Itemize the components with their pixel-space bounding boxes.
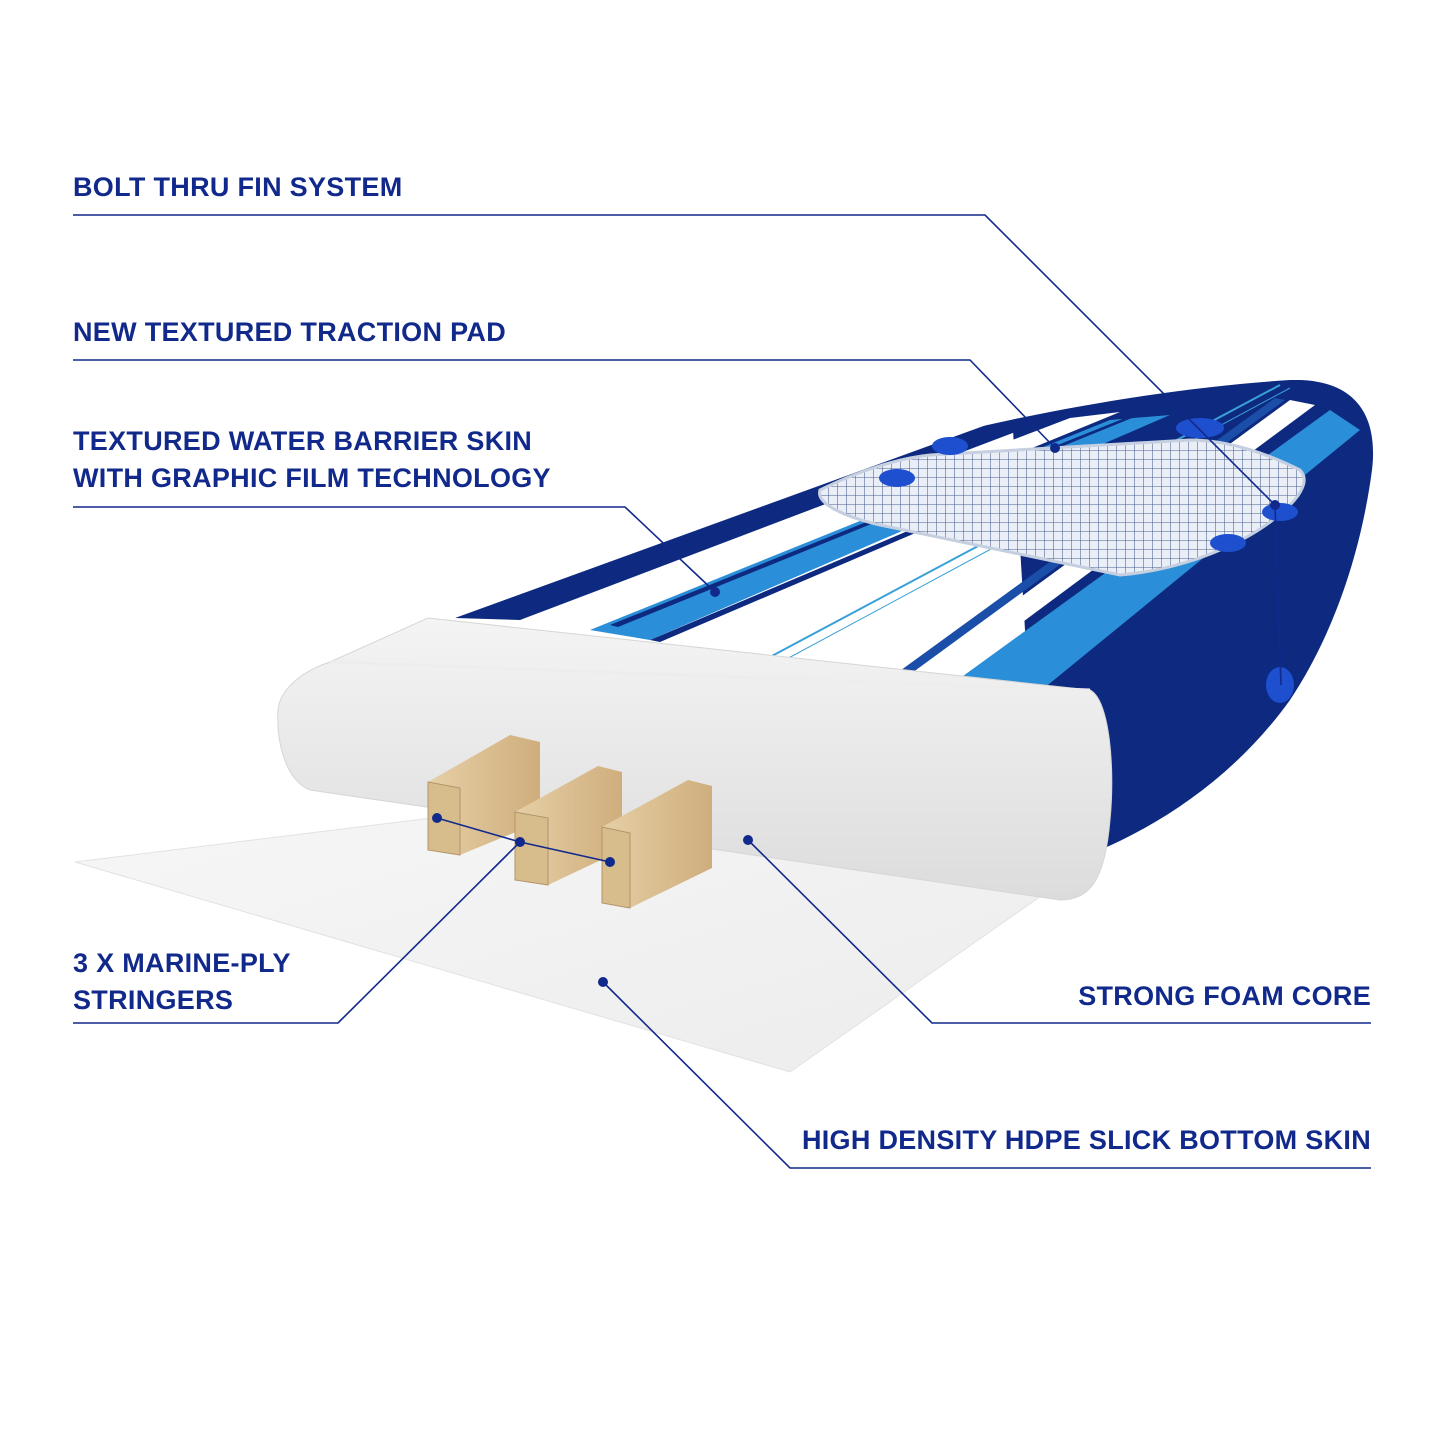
label-stringers: 3 X MARINE-PLY STRINGERS: [73, 948, 291, 1015]
stringers: [427, 735, 712, 909]
label-water-barrier-skin: TEXTURED WATER BARRIER SKIN WITH GRAPHIC…: [73, 426, 551, 493]
fin-plugs: [879, 418, 1298, 703]
leader-dots: [432, 443, 1280, 987]
label-traction-pad: NEW TEXTURED TRACTION PAD: [73, 317, 506, 347]
label-bottom-skin: HIGH DENSITY HDPE SLICK BOTTOM SKIN: [801, 1125, 1371, 1155]
label-foam-core: STRONG FOAM CORE: [1078, 981, 1371, 1011]
foam-core-block: [277, 617, 1113, 901]
label-fin-system: BOLT THRU FIN SYSTEM: [73, 172, 403, 202]
traction-pad: [818, 438, 1306, 577]
